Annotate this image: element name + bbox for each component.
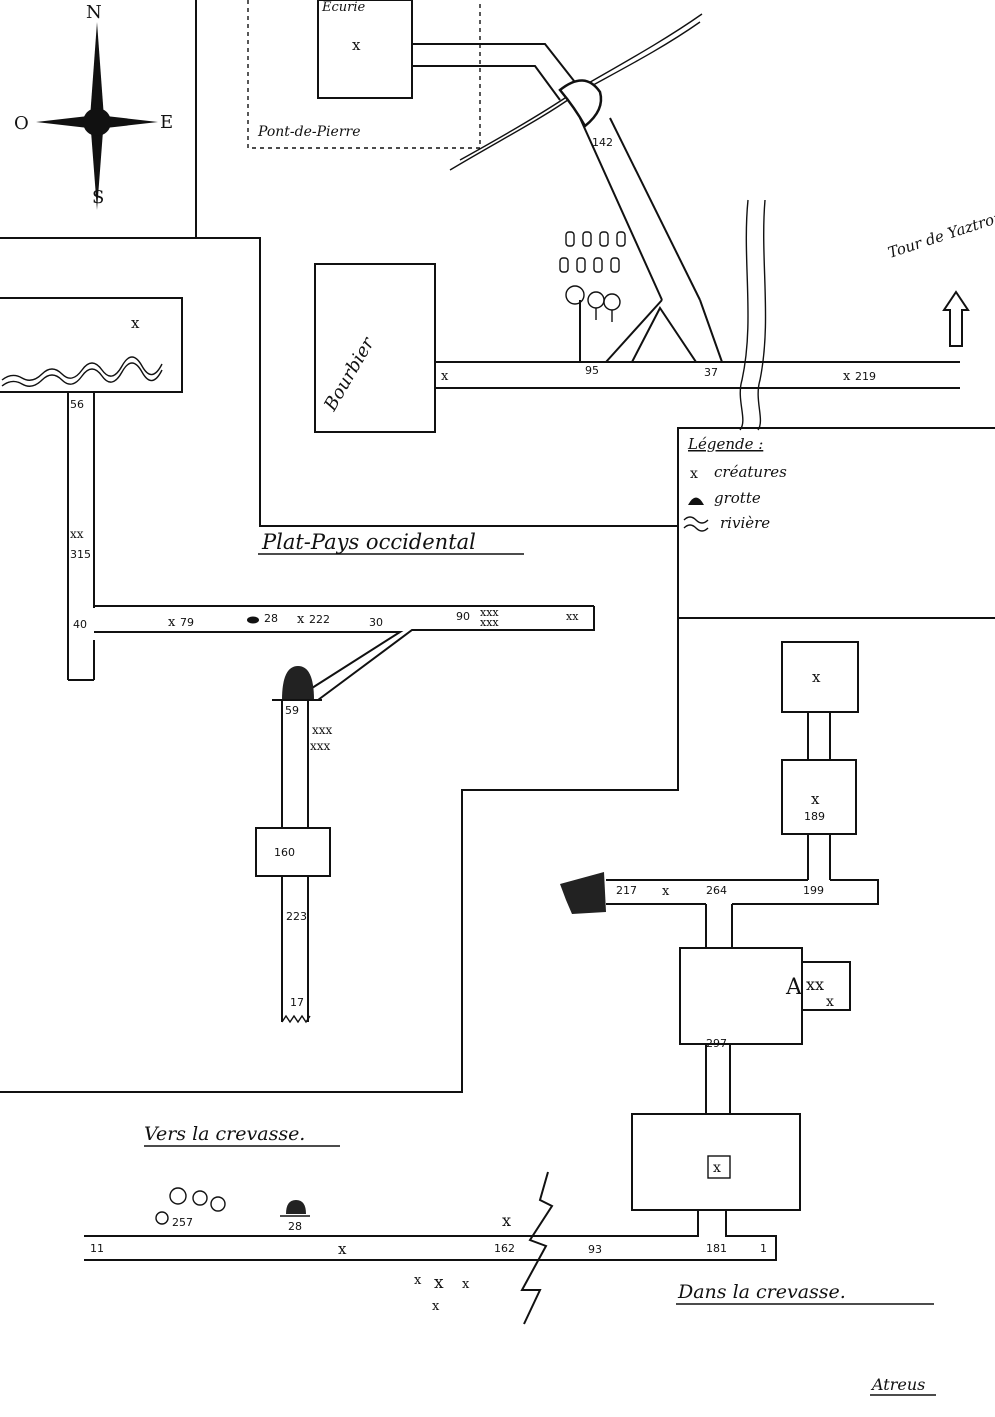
room-creature-marks: xx	[806, 975, 824, 994]
cave-creature-marks: xxx	[310, 739, 331, 753]
road-creature-mark: x	[502, 1211, 511, 1230]
para-219: 219	[855, 370, 876, 383]
chasm-icon	[520, 1171, 554, 1325]
corridor-creature-marks: xxx	[480, 616, 499, 629]
stable-label: Ecurie	[321, 0, 366, 15]
vers-crevasse-label: Vers la crevasse.	[144, 1123, 305, 1145]
west-room-creature-mark: x	[131, 314, 140, 332]
para-59: 59	[285, 704, 299, 717]
legend: Légende : x créatures grotte rivière	[683, 435, 787, 532]
para-189: 189	[804, 810, 825, 823]
room-creature-mark: x	[812, 668, 821, 686]
crevasse-creature-mark: x	[434, 1273, 444, 1293]
para-199: 199	[803, 884, 824, 897]
region-borders	[0, 0, 995, 1093]
stable-creature-mark: x	[352, 36, 361, 54]
crevasse-creature-mark: x	[432, 1299, 440, 1314]
compass-east: E	[160, 112, 173, 133]
compass-south: S	[92, 187, 104, 208]
road-creature-mark: x	[338, 1240, 347, 1258]
tree-icon	[565, 285, 621, 362]
para-40: 40	[73, 618, 87, 631]
corridor-creature-marks: xx	[70, 527, 84, 541]
para-181: 181	[706, 1242, 727, 1255]
corridor-creature-mark: x	[168, 615, 176, 630]
compass-north: N	[86, 2, 102, 23]
legend-grotte: grotte	[714, 489, 761, 507]
para-95: 95	[585, 364, 599, 377]
plat-pays-label: Plat-Pays occidental	[261, 530, 476, 554]
river-icon	[739, 199, 749, 431]
para-17: 17	[290, 996, 304, 1009]
corridor-creature-mark: x	[662, 884, 670, 899]
cave-creature-marks: xxx	[312, 723, 333, 737]
road-creature-mark: x	[843, 369, 851, 384]
corridor-creature-marks: xx	[566, 610, 579, 623]
para-162: 162	[494, 1242, 515, 1255]
para-37: 37	[704, 366, 718, 379]
legend-creatures: créatures	[714, 463, 787, 481]
cave-icon	[286, 1200, 306, 1214]
legend-creature-mark: x	[690, 466, 698, 482]
para-11: 11	[90, 1242, 104, 1255]
para-56: 56	[70, 398, 84, 411]
para-30: 30	[369, 616, 383, 629]
para-217: 217	[616, 884, 637, 897]
pont-de-pierre-label: Pont-de-Pierre	[257, 124, 360, 140]
legend-riviere: rivière	[720, 514, 770, 532]
room-creature-mark: x	[826, 994, 834, 1010]
cave-icon	[560, 872, 606, 914]
tree-icon	[155, 1187, 226, 1225]
bridge-icon	[558, 79, 603, 128]
para-79: 79	[180, 616, 194, 629]
para-93: 93	[588, 1243, 602, 1256]
crevasse-creature-mark: x	[462, 1277, 470, 1292]
west-area: x 56 xx 315 40 Plat-Pays occidental x 79…	[0, 297, 595, 1024]
river-icon	[1, 356, 163, 381]
para-160: 160	[274, 846, 295, 859]
dans-crevasse-label: Dans la crevasse.	[677, 1281, 846, 1303]
vers-crevasse-area: Vers la crevasse. 257 28 11 x x 162 93 1…	[84, 1123, 934, 1325]
tour-label: Tour de Yaztromo	[886, 203, 995, 261]
compass-west: O	[14, 113, 29, 134]
person-icon	[559, 231, 626, 273]
crevasse-creature-mark: x	[414, 1273, 422, 1288]
para-28: 28	[288, 1220, 302, 1233]
para-90: 90	[456, 610, 470, 623]
crevasse-rooms: x x 189 217 x 264 199 A xx x 297 x	[560, 641, 879, 1211]
river-icon	[683, 516, 709, 532]
arrow-up-icon	[942, 290, 970, 347]
para-297: 297	[706, 1037, 727, 1050]
para-1: 1	[760, 1242, 767, 1255]
para-257: 257	[172, 1216, 193, 1229]
room-letter-a: A	[785, 975, 803, 1000]
room-creature-mark: x	[811, 790, 820, 808]
room-creature-mark: x	[713, 1160, 721, 1176]
legend-title: Légende :	[687, 435, 763, 453]
cave-icon	[282, 666, 314, 700]
cave-icon	[688, 497, 704, 505]
para-222: 222	[309, 613, 330, 626]
cave-icon	[247, 616, 259, 624]
para-142: 142	[592, 136, 613, 149]
signature: Atreus	[870, 1375, 925, 1394]
corridor-creature-mark: x	[297, 612, 305, 627]
corridor-creature-marks: xxx	[480, 606, 499, 619]
para-315: 315	[70, 548, 91, 561]
bourbier-creature-mark: x	[441, 369, 449, 384]
para-264: 264	[706, 884, 727, 897]
compass-rose-icon: N S E O	[14, 2, 173, 210]
para-223: 223	[286, 910, 307, 923]
para-28: 28	[264, 612, 278, 625]
